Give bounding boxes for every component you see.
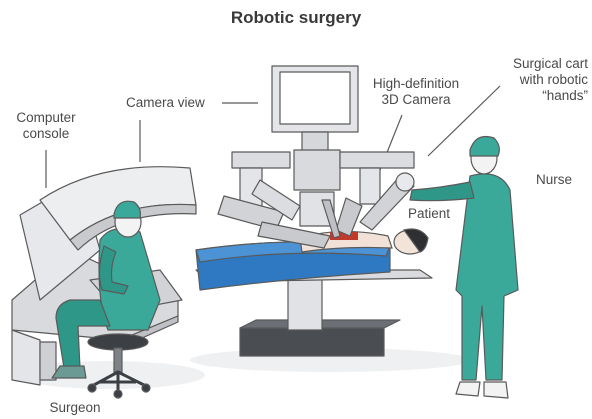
label-computer-console-line1: Computer [4,110,88,126]
label-surgical-cart-line1: Surgical cart [490,56,588,72]
label-hd-camera-line1: High-definition [366,76,466,92]
label-surgical-cart-line2: with robotic [490,72,588,88]
label-nurse: Nurse [536,172,572,188]
label-surgical-cart-line3: “hands” [490,88,588,104]
label-computer-console: Computer console [4,110,88,142]
label-hd-camera-line2: 3D Camera [366,92,466,108]
label-surgeon: Surgeon [40,400,110,416]
diagram-title: Robotic surgery [0,8,592,28]
operating-table [196,242,432,356]
label-camera-view: Camera view [126,95,205,111]
label-computer-console-line2: console [4,126,88,142]
label-patient: Patient [408,206,450,222]
label-hd-camera: High-definition 3D Camera [366,76,466,108]
label-surgical-cart: Surgical cart with robotic “hands” [490,56,588,104]
